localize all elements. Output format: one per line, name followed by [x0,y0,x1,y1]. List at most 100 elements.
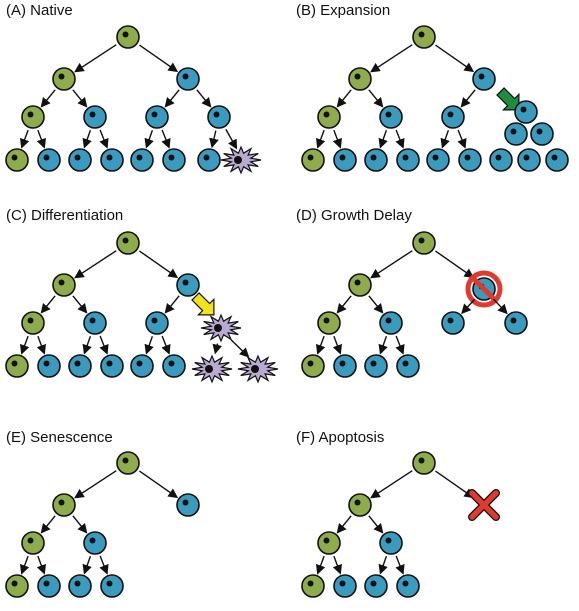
progenitor-cell [100,148,124,172]
panel-label-differentiation: (C) Differentiation [6,207,123,224]
progenitor-cell [364,574,388,598]
progenitor-cell [379,311,403,335]
progenitor-cell [458,148,482,172]
lineage-arrow [72,295,88,314]
stem-cell [412,451,436,475]
lineage-arrow [72,515,88,534]
progenitor-cell [83,105,107,129]
lineage-arrow [139,44,179,73]
progenitor-cell [333,354,357,378]
progenitor-cell [176,273,200,297]
lineage-arrow [74,44,117,73]
progenitor-cell [426,148,450,172]
lineage-arrow [440,129,450,149]
lineage-arrow [395,335,405,355]
stem-cell [52,493,76,517]
progenitor-cell [489,148,513,172]
lineage-arrow [82,129,92,149]
lineage-arrow [370,470,413,499]
stem-cell [301,574,325,598]
stem-cell [317,531,341,555]
progenitor-cell [504,311,528,335]
progenitor-cell [364,148,388,172]
stem-cell [52,67,76,91]
inhibition-sign-icon [465,270,503,308]
progenitor-cell [504,122,528,146]
lineage-arrow [230,339,250,358]
lineage-arrow [336,515,352,534]
lineage-arrow [20,129,30,149]
lineage-arrow [332,129,342,149]
progenitor-cell [472,67,496,91]
stem-cell [348,493,372,517]
lineage-arrow [395,129,405,149]
lineage-arrow [316,335,326,355]
lineage-arrow [36,555,46,575]
panel-label-growth-delay: (D) Growth Delay [296,207,412,224]
progenitor-cell [100,574,124,598]
lineage-arrow [368,515,384,534]
lineage-arrow [461,298,476,315]
progenitor-cell [197,148,221,172]
progenitor-cell [333,574,357,598]
lineage-arrow [316,555,326,575]
progenitor-cell [396,354,420,378]
lineage-arrow [332,555,342,575]
stem-cell [348,67,372,91]
stem-cell [5,574,29,598]
progenitor-cell [441,311,465,335]
lineage-arrow [82,335,92,355]
lineage-arrow [368,89,384,108]
panel-label-apoptosis: (F) Apoptosis [296,429,384,446]
lineage-arrow [36,335,46,355]
progenitor-cell [517,148,541,172]
lineage-arrow [161,335,171,355]
panel-senescence [5,451,200,598]
progenitor-cell [68,148,92,172]
lineage-arrow [74,250,117,279]
stem-cell [21,531,45,555]
lineage-arrow [395,555,405,575]
lineage-arrow [378,555,388,575]
progenitor-cell [545,148,569,172]
lineage-arrow [36,129,46,149]
differentiated-cell [191,354,233,384]
stem-cell [412,231,436,255]
lineage-arrow [20,335,30,355]
panel-differentiation [5,231,279,384]
differentiation-arrow-icon [191,292,215,316]
progenitor-cell [83,531,107,555]
lineage-arrow [99,335,109,355]
lineage-arrow [336,295,352,314]
progenitor-cell [130,354,154,378]
stem-cell [5,148,29,172]
lineage-arrow [435,44,475,73]
lineage-arrow [212,343,223,355]
stem-cell [21,311,45,335]
lineage-arrow [332,335,342,355]
progenitor-cell [514,100,538,124]
lineage-arrow [40,89,56,108]
progenitor-cell [364,354,388,378]
progenitor-cell [37,148,61,172]
lineage-arrow [74,470,117,499]
lineage-arrow [139,470,179,499]
lineage-arrow [336,89,352,108]
lineage-arrow [457,129,467,149]
progenitor-cell [130,148,154,172]
panel-growth-delay [301,231,528,378]
stem-cell [116,25,140,49]
lineage-arrow [164,89,180,108]
progenitor-cell [379,531,403,555]
expansion-arrow-icon [496,87,520,111]
lineage-arrow [378,129,388,149]
stem-cell [301,354,325,378]
panel-label-senescence: (E) Senescence [6,429,113,446]
progenitor-cell [68,574,92,598]
progenitor-cell [83,311,107,335]
progenitor-cell [100,354,124,378]
differentiated-cell [200,313,242,343]
lineage-arrow [40,295,56,314]
